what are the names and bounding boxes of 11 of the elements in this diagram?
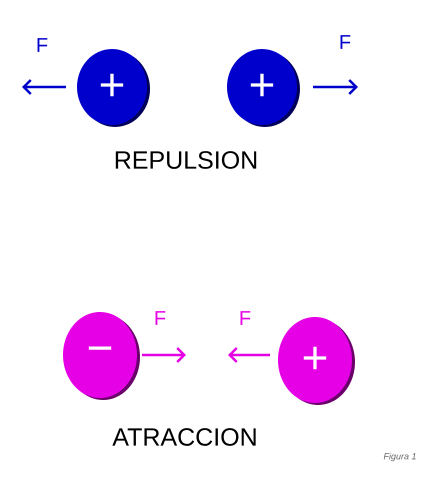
charge-disc: + (77, 49, 150, 127)
force-label: F (156, 311, 166, 325)
charge-disc: + (227, 49, 300, 127)
section-title: REPULSION (116, 151, 256, 169)
force-label: F (38, 38, 48, 52)
charge-disc: − (63, 312, 140, 400)
figure-caption: Figura 1 (384, 452, 416, 462)
force-label: F (240, 311, 250, 325)
force-label: F (340, 35, 350, 49)
section-title: ATRACCION (112, 428, 256, 446)
charge-disc: + (278, 317, 355, 405)
